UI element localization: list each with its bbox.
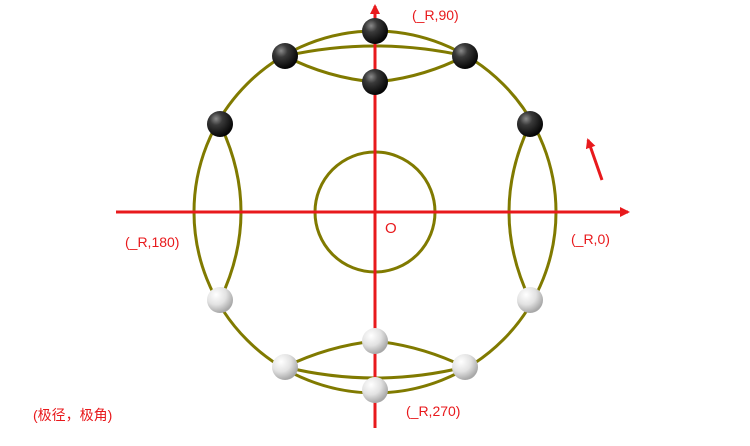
light-ball bbox=[272, 354, 298, 380]
dark-ball bbox=[272, 43, 298, 69]
red-arrow-icon bbox=[585, 138, 604, 181]
angle-90-label: (_R,90) bbox=[412, 7, 459, 23]
light-ball bbox=[362, 328, 388, 354]
light-ball bbox=[452, 354, 478, 380]
dark-ball bbox=[517, 111, 543, 137]
angle-270-label: (_R,270) bbox=[406, 403, 461, 419]
angle-0-label: (_R,0) bbox=[571, 231, 610, 247]
dark-ball bbox=[452, 43, 478, 69]
polar-coordinate-note: (极径，极角) bbox=[33, 407, 113, 423]
dark-ball bbox=[362, 69, 388, 95]
origin-label: O bbox=[385, 220, 397, 237]
light-ball bbox=[207, 287, 233, 313]
light-ball bbox=[517, 287, 543, 313]
light-ball bbox=[362, 377, 388, 403]
angle-180-label: (_R,180) bbox=[125, 234, 180, 250]
dark-ball bbox=[362, 18, 388, 44]
dark-ball bbox=[207, 111, 233, 137]
